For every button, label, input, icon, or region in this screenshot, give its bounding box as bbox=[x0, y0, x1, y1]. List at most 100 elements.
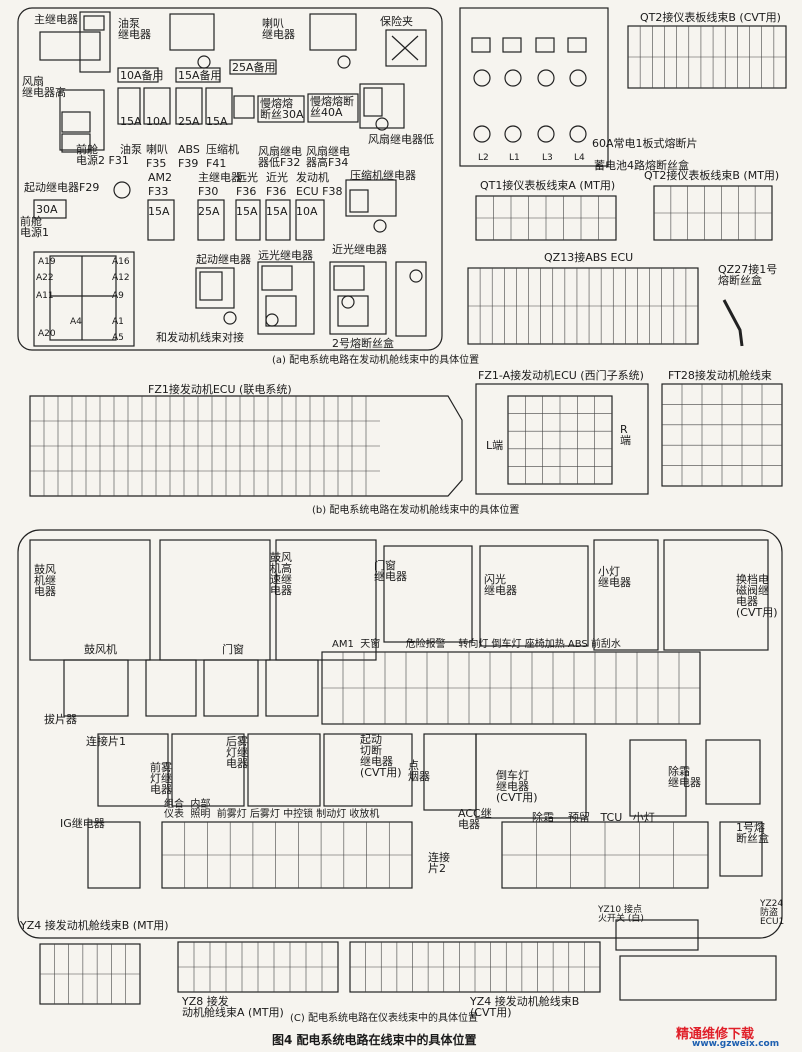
fuse-row2-amp-1: 25A bbox=[198, 205, 220, 218]
door-relay-label: 门窗 继电器 bbox=[374, 559, 407, 583]
qz27-terminal bbox=[722, 299, 744, 347]
a-pin-a20: A20 bbox=[38, 329, 56, 339]
lighter-relay-label: 点 烟器 bbox=[408, 759, 430, 783]
caption-b: (b) 配电系统电路在发动机舱线束中的具体位置 bbox=[312, 505, 520, 516]
puller-label: 拔片器 bbox=[44, 713, 77, 726]
fan-relay-high-f34-label: 风扇继电 器高F34 bbox=[306, 145, 350, 169]
defrost-relay-label: 除霜 继电器 bbox=[668, 765, 701, 789]
spare-10a-label: 10A备用 bbox=[120, 69, 164, 82]
marker-d bbox=[373, 219, 387, 233]
fuse-row2-amp-3: 15A bbox=[266, 205, 288, 218]
far-relay-label: 远光继电器 bbox=[258, 249, 313, 262]
front-fog-relay-label: 前雾 灯继 电器 bbox=[150, 761, 172, 796]
fuse-row1-amp-1: 10A bbox=[146, 115, 168, 128]
qt2-mt-label: QT2接仪表板线束B (MT用) bbox=[644, 169, 780, 182]
start-relay-f29-label: 起动继电器F29 bbox=[24, 181, 100, 194]
r-end-label: R 端 bbox=[620, 423, 631, 447]
spare-25a-label: 25A备用 bbox=[232, 61, 276, 74]
yz10-label: YZ10 接点 火开关 (白) bbox=[598, 905, 644, 924]
a-pin-a19: A19 bbox=[38, 257, 56, 267]
a-pin-a1: A1 bbox=[112, 317, 124, 327]
slow-fuse30-label: 慢熔熔 断丝30A bbox=[260, 97, 304, 121]
start-cutoff-relay-label: 起动 切断 继电器 (CVT用) bbox=[360, 733, 402, 779]
reverse-relay-label: 倒车灯 继电器 (CVT用) bbox=[496, 769, 538, 804]
fuse-box1-label: 1号熔 断丝盒 bbox=[736, 821, 769, 845]
l-label-l3: L3 bbox=[542, 153, 553, 163]
fuse-row2-name-3: 近光 bbox=[266, 171, 288, 184]
near-relay-label: 近光继电器 bbox=[332, 243, 387, 256]
marker-a bbox=[197, 55, 211, 69]
spare-15a-label: 15A备用 bbox=[178, 69, 222, 82]
connector1-label: 连接片1 bbox=[86, 735, 126, 748]
fuse-row1-code-3: F41 bbox=[206, 157, 227, 170]
fuse-row2-code-1: F30 bbox=[198, 185, 219, 198]
yz8-label: YZ8 接发 动机舱线束A (MT用) bbox=[182, 995, 284, 1019]
blower-label: 鼓风机 bbox=[84, 643, 117, 656]
instrument-fusebox-outline bbox=[17, 529, 783, 939]
fuse-row1-code-2: F39 bbox=[178, 157, 199, 170]
fuse-row2-name-1: 主继电器 bbox=[198, 171, 242, 184]
acc-relay-label: ACC继 电器 bbox=[458, 807, 492, 831]
main-relay-label: 主继电器 bbox=[34, 13, 78, 26]
fuse-puller-label: 保险夹 bbox=[380, 15, 413, 28]
marker-g bbox=[341, 295, 355, 309]
fuse-row2-name-2: 远光 bbox=[236, 171, 258, 184]
caption-c: (C) 配电系统电路在仪表线束中的具体位置 bbox=[290, 1013, 478, 1024]
fuse-row1-name-3: 压缩机 bbox=[206, 143, 239, 156]
fan-relay-high-label: 风扇 继电器高 bbox=[22, 75, 66, 99]
fuse-row1-name-2: ABS bbox=[178, 143, 200, 156]
a-pin-a16: A16 bbox=[112, 257, 130, 267]
l-label-l2: L2 bbox=[478, 153, 489, 163]
l-label-l1: L1 bbox=[509, 153, 520, 163]
fuse-row2-code-0: F33 bbox=[148, 185, 169, 198]
marker-c bbox=[375, 117, 389, 131]
fuse-row2-name-4: 发动机 bbox=[296, 171, 329, 184]
figure-title: 图4 配电系统电路在线束中的具体位置 bbox=[272, 1033, 477, 1047]
yz24-connector bbox=[619, 955, 777, 1001]
yz4-cvt-label: YZ4 接发动机舱线束B (CVT用) bbox=[470, 995, 580, 1019]
fuse-row1-code-1: F35 bbox=[146, 157, 167, 170]
fuse-row1-name-0: 油泵 bbox=[120, 143, 142, 156]
fuse-box2-label: 2号熔断丝盒 bbox=[332, 337, 394, 350]
watermark-url: www.gzweix.com bbox=[692, 1039, 780, 1049]
shift-valve-relay-label: 换档电 磁阀继 电器 (CVT用) bbox=[736, 573, 778, 619]
a-pin-a4: A4 bbox=[70, 317, 82, 327]
a-pin-a11: A11 bbox=[36, 291, 54, 301]
fan-relay-low-label: 风扇继电器低 bbox=[368, 133, 434, 146]
top-row-label: AM1 天窗 危险报警 转向灯 倒车灯 座椅加热 ABS 前刮水 bbox=[332, 639, 621, 650]
fuse-row2-name-0: AM2 bbox=[148, 171, 173, 184]
qz13-label: QZ13接ABS ECU bbox=[544, 251, 634, 264]
a-pin-a22: A22 bbox=[36, 273, 54, 283]
fuse-row2-amp-2: 15A bbox=[236, 205, 258, 218]
start-relay-label: 起动继电器 bbox=[196, 253, 251, 266]
mid-row-label: 组合 内部 仪表 照明 前雾灯 后雾灯 中控锁 制动灯 收放机 bbox=[164, 799, 380, 820]
watermark: 精通维修下载 bbox=[676, 1027, 755, 1042]
engine-harness-label: 和发动机线束对接 bbox=[156, 331, 244, 344]
l-end-label: L端 bbox=[486, 439, 504, 452]
front-power2-label: 前舱 电源2 F31 bbox=[76, 143, 129, 167]
marker-e bbox=[223, 311, 237, 325]
battery-box-label: 蓄电池4路熔断丝盒 bbox=[594, 159, 689, 172]
horn-relay-label: 喇叭 继电器 bbox=[262, 17, 295, 41]
a-pin-a9: A9 bbox=[112, 291, 124, 301]
right-row-label: 除霜 预留 TCU 小灯 bbox=[532, 811, 655, 824]
l-label-l4: L4 bbox=[574, 153, 585, 163]
yz4-mt-label: YZ4 接发动机舱线束B (MT用) bbox=[20, 919, 169, 932]
compressor-relay-label: 压缩机继电器 bbox=[350, 169, 416, 182]
fuse-row1-amp-2: 25A bbox=[178, 115, 200, 128]
caption-a: (a) 配电系统电路在发动机舱线束中的具体位置 bbox=[272, 355, 480, 366]
fuse60a-label: 60A常电1板式熔断片 bbox=[592, 137, 698, 150]
fuse-row2-code-2: F36 bbox=[236, 185, 257, 198]
fuel-pump-relay-label: 油泵 继电器 bbox=[118, 17, 151, 41]
yz10-connector bbox=[615, 919, 699, 951]
qt1-mt-label: QT1接仪表板线束A (MT用) bbox=[480, 179, 616, 192]
flash-relay-label: 闪光 继电器 bbox=[484, 573, 517, 597]
blower-high-relay-label: 鼓风 机高 速继 电器 bbox=[270, 551, 292, 597]
fuse-row2-amp-4: 10A bbox=[296, 205, 318, 218]
a-pin-a5: A5 bbox=[112, 333, 124, 343]
ft28-label: FT28接发动机舱线束 bbox=[668, 369, 772, 382]
connector2-label: 连接 片2 bbox=[428, 851, 450, 875]
fan-relay-low-f32-label: 风扇继电 器低F32 bbox=[258, 145, 302, 169]
fz1-connector bbox=[29, 395, 463, 497]
